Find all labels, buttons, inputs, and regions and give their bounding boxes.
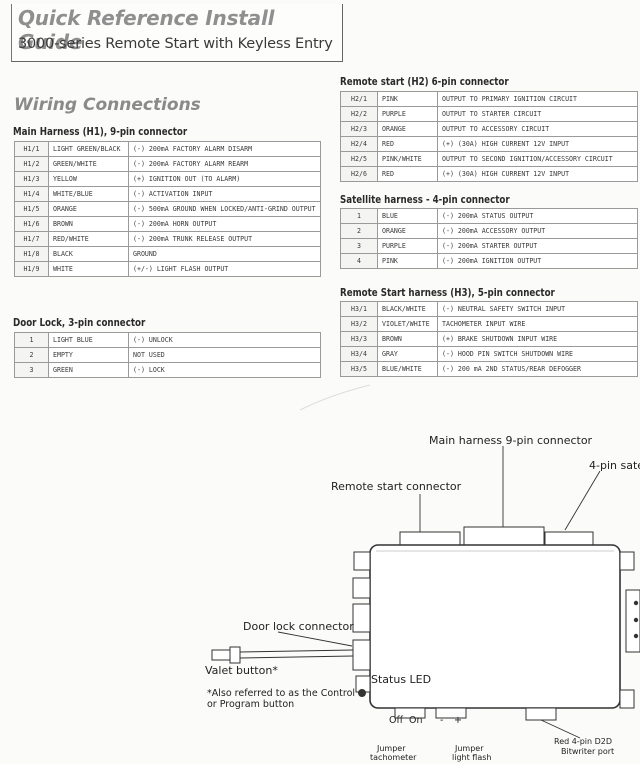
door-lock-connector-label: Door lock connector bbox=[243, 620, 354, 633]
header-box: Quick Reference Install Guide 3000-serie… bbox=[11, 4, 343, 62]
jumper-off-label: Off bbox=[389, 715, 404, 726]
status-led-label: Status LED bbox=[371, 673, 432, 686]
pin-cell: H1/9 bbox=[14, 261, 49, 277]
doc-subtitle: 3000-series Remote Start with Keyless En… bbox=[18, 36, 333, 52]
pin-cell: H2/6 bbox=[340, 166, 378, 182]
pin-cell: 3 bbox=[340, 238, 378, 254]
jumper-minus-label: - bbox=[440, 715, 444, 726]
pin-cell: H2/5 bbox=[340, 151, 378, 167]
main-harness-connector-label: Main harness 9-pin connector bbox=[429, 434, 593, 447]
pin-cell: 1 bbox=[14, 332, 49, 348]
main-harness-title: Main Harness (H1), 9-pin connector bbox=[13, 126, 188, 138]
d2d-port-line1: Red 4-pin D2D bbox=[554, 737, 613, 746]
pin-cell: H2/3 bbox=[340, 121, 378, 137]
pin-cell: H1/6 bbox=[14, 216, 49, 232]
valet-note-line2: or Program button bbox=[207, 699, 295, 710]
jumper-light-line2: light flash bbox=[452, 753, 492, 762]
pin-cell: 4 bbox=[340, 253, 378, 269]
h3-title: Remote Start harness (H3), 5-pin connect… bbox=[340, 287, 555, 299]
valet-button-label: Valet button* bbox=[205, 664, 278, 677]
remote-start-title: Remote start (H2) 6-pin connector bbox=[340, 76, 509, 88]
function-cell: (-) 200mA IGNITION OUTPUT bbox=[437, 253, 638, 269]
section-title: Wiring Connections bbox=[14, 95, 201, 115]
pin-cell: H1/4 bbox=[14, 186, 49, 202]
function-cell: (-) 200 mA 2ND STATUS/REAR DEFOGGER bbox=[437, 361, 638, 377]
satellite-connector-label: 4-pin sate bbox=[589, 459, 640, 472]
wire-color-cell: BLUE/WHITE bbox=[377, 361, 438, 377]
jumper-tach-line1: Jumper bbox=[377, 744, 406, 753]
jumper-plus-label: + bbox=[454, 715, 462, 726]
pin-cell: H2/1 bbox=[340, 91, 378, 107]
doc-title: Quick Reference Install Guide bbox=[18, 6, 275, 54]
wire-color-cell: WHITE bbox=[48, 261, 129, 277]
pin-cell: H1/8 bbox=[14, 246, 49, 262]
d2d-port-line2: Bitwriter port bbox=[561, 747, 615, 756]
pin-cell: H1/2 bbox=[14, 156, 49, 172]
satellite-title: Satellite harness - 4-pin connector bbox=[340, 194, 510, 206]
pin-cell: H1/3 bbox=[14, 171, 49, 187]
jumper-tach-line2: tachometer bbox=[370, 753, 417, 762]
pin-cell: 1 bbox=[340, 208, 378, 224]
jumper-light-line1: Jumper bbox=[455, 744, 484, 753]
jumper-on-label: On bbox=[409, 715, 423, 726]
pin-cell: H3/5 bbox=[340, 361, 378, 377]
remote-start-connector-label: Remote start connector bbox=[331, 480, 462, 493]
pin-cell: H3/1 bbox=[340, 301, 378, 317]
function-cell: (+/-) LIGHT FLASH OUTPUT bbox=[128, 261, 321, 277]
function-cell: (+) (30A) HIGH CURRENT 12V INPUT bbox=[437, 166, 638, 182]
door-lock-title: Door Lock, 3-pin connector bbox=[13, 317, 146, 329]
valet-note-line1: *Also referred to as the Control bbox=[207, 688, 356, 699]
pin-cell: H1/5 bbox=[14, 201, 49, 217]
pin-cell: H2/2 bbox=[340, 106, 378, 122]
function-cell: (-) LOCK bbox=[128, 362, 321, 378]
